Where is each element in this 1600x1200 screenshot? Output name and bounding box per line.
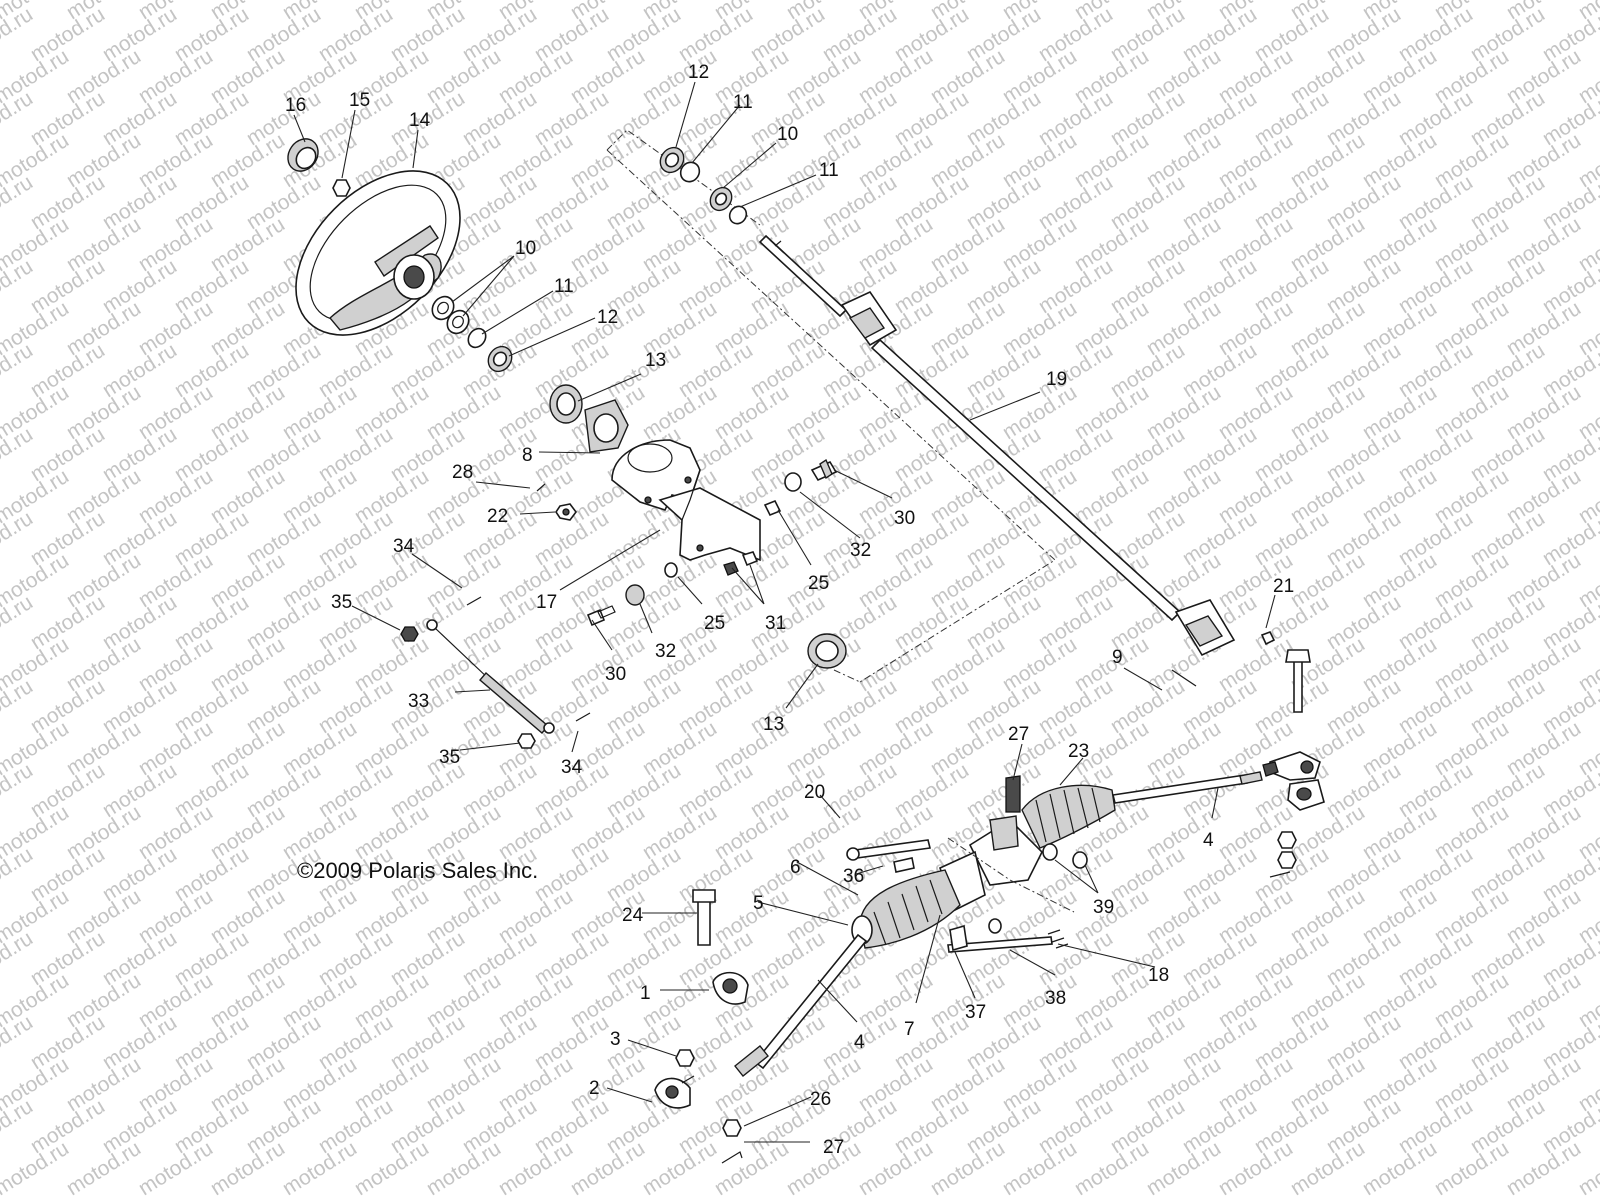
callout-4: 4 — [1203, 830, 1214, 851]
callout-38: 38 — [1045, 988, 1066, 1009]
callout-29: 28 — [452, 462, 473, 483]
callout-17: 17 — [536, 592, 557, 613]
callout-22: 22 — [487, 506, 508, 527]
callout-12: 12 — [688, 62, 709, 83]
callout-36: 36 — [843, 866, 864, 887]
callout-4: 4 — [854, 1032, 865, 1053]
callout-23: 23 — [1068, 741, 1089, 762]
callout-24: 24 — [622, 905, 644, 926]
wheel-washers — [431, 295, 513, 373]
callout-34: 34 — [393, 536, 415, 557]
callout-11: 11 — [819, 160, 839, 181]
callout-31: 31 — [765, 613, 786, 634]
rack-mount-bolts — [846, 837, 1088, 953]
callout-39: 39 — [1093, 897, 1114, 918]
callout-27: 27 — [823, 1137, 844, 1158]
intermediate-shaft — [758, 234, 1276, 687]
callout-20: 20 — [804, 782, 825, 803]
steering-wheel — [295, 170, 461, 336]
callout-3: 3 — [610, 1029, 621, 1050]
small-parts-bracket — [536, 458, 838, 627]
callout-13: 13 — [763, 714, 784, 735]
callout-30: 30 — [894, 508, 915, 529]
callout-15: 15 — [349, 90, 370, 111]
callout-26: 26 — [810, 1089, 831, 1110]
callout-labels: 16 15 14 10 11 12 13 8 19 12 11 10 11 28… — [285, 62, 1294, 1158]
callout-10: 10 — [515, 238, 536, 259]
callout-2: 2 — [589, 1078, 600, 1099]
callout-14: 14 — [409, 110, 431, 131]
callout-21: 21 — [1273, 576, 1294, 597]
callout-6: 6 — [790, 857, 801, 878]
bearing-lower — [807, 633, 847, 669]
callout-32: 32 — [655, 641, 676, 662]
callout-34: 34 — [561, 757, 583, 778]
leader-lines — [293, 81, 1276, 1143]
callout-18: 18 — [1148, 965, 1169, 986]
callout-11: 11 — [554, 276, 574, 297]
upper-shaft-washers — [659, 146, 748, 225]
callout-30: 30 — [605, 664, 626, 685]
wheel-nut — [332, 179, 351, 197]
callout-19: 19 — [1046, 369, 1067, 390]
callout-7: 7 — [904, 1019, 915, 1040]
callout-1: 1 — [640, 983, 651, 1004]
copyright-notice: ©2009 Polaris Sales Inc. — [297, 858, 538, 883]
column-support-bracket — [611, 439, 761, 562]
callout-35: 35 — [331, 592, 352, 613]
tie-rod-end-right — [1262, 649, 1325, 878]
callout-13: 13 — [645, 350, 666, 371]
tilt-gas-strut — [400, 596, 591, 749]
callout-12: 12 — [597, 307, 618, 328]
callout-16: 16 — [285, 95, 306, 116]
callout-28: 27 — [1008, 724, 1029, 745]
callout-35: 35 — [439, 747, 460, 768]
bearing-upper — [549, 384, 583, 424]
tie-rod-end-left — [654, 889, 749, 1164]
callout-8: 8 — [522, 445, 533, 466]
callout-37: 37 — [965, 1002, 986, 1023]
callout-10: 10 — [777, 124, 798, 145]
callout-33: 33 — [408, 691, 429, 712]
callout-25: 25 — [808, 573, 829, 594]
callout-5: 5 — [753, 893, 764, 914]
callout-9: 9 — [1112, 647, 1123, 668]
steering-rack — [734, 771, 1263, 1077]
callout-25: 25 — [704, 613, 725, 634]
callout-32: 32 — [850, 540, 871, 561]
callout-11: 11 — [733, 92, 753, 113]
horn-cap — [287, 138, 319, 172]
tilt-pivot — [584, 399, 629, 453]
